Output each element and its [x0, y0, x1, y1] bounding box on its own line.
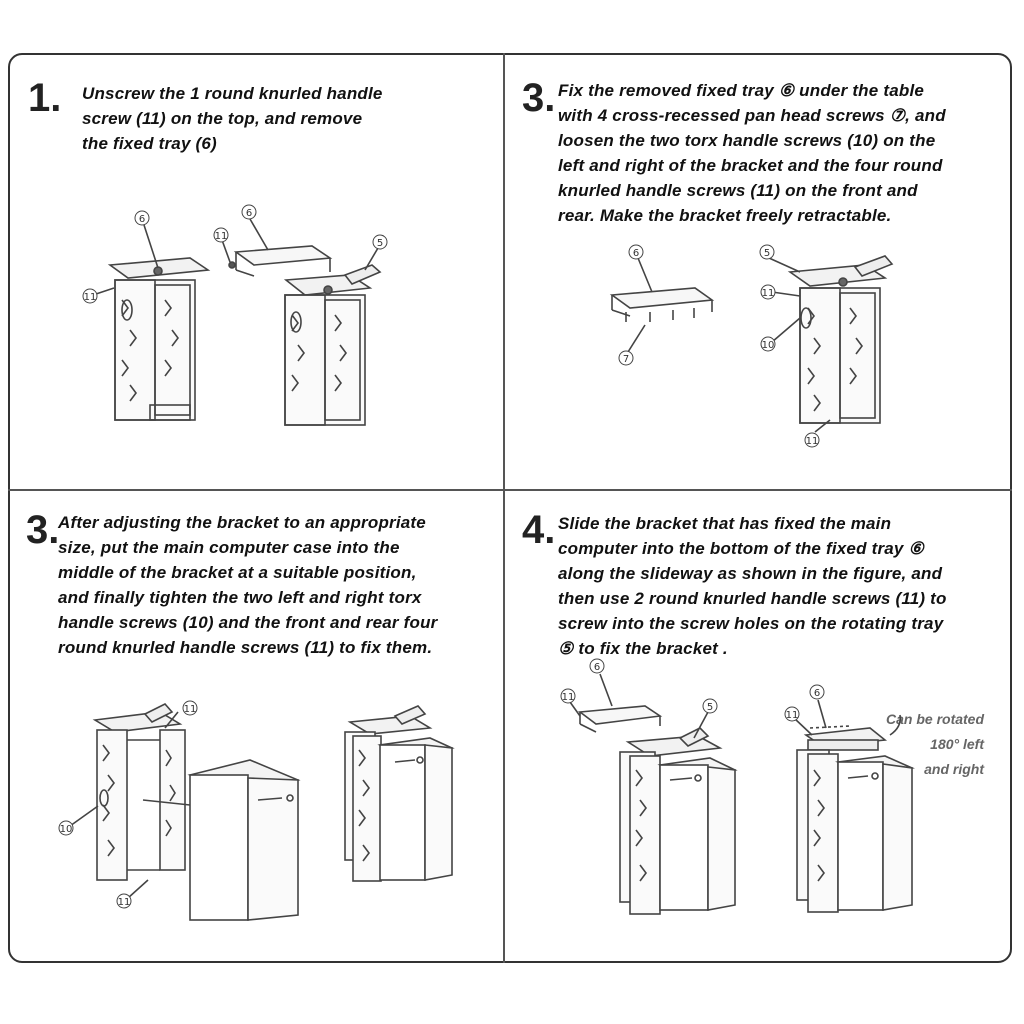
- rotation-note-line: and right: [924, 761, 985, 777]
- step-instructions: Fix the removed fixed tray ⑥ under the t…: [558, 78, 946, 228]
- instruction-line: ⑤ to fix the bracket .: [558, 639, 728, 658]
- callout-label: 11: [215, 231, 228, 242]
- callout-label: 5: [377, 238, 383, 249]
- rotation-note: Can be rotated 180° left and right: [886, 707, 984, 782]
- instruction-line: Slide the bracket that has fixed the mai…: [558, 514, 892, 533]
- instruction-line: After adjusting the bracket to an approp…: [58, 513, 426, 532]
- step-number: 1.: [28, 76, 62, 120]
- instruction-line: knurled handle screws (11) on the front …: [558, 181, 918, 200]
- instruction-line: screw into the screw holes on the rotati…: [558, 614, 944, 633]
- instruction-line: Fix the removed fixed tray ⑥ under the t…: [558, 81, 925, 100]
- instruction-line: with 4 cross-recessed pan head screws ⑦,…: [558, 106, 946, 125]
- instruction-line: computer into the bottom of the fixed tr…: [558, 539, 924, 558]
- instruction-line: middle of the bracket at a suitable posi…: [58, 563, 417, 582]
- callout-label: 6: [139, 214, 145, 225]
- callout-label: 5: [707, 702, 713, 713]
- callout-label: 6: [633, 248, 639, 259]
- rotation-note-line: Can be rotated: [886, 711, 985, 727]
- callout-label: 7: [623, 354, 629, 365]
- vertical-divider: [503, 53, 505, 963]
- instruction-line: along the slideway as shown in the figur…: [558, 564, 943, 583]
- callout-label: 10: [762, 340, 775, 351]
- callout-label: 6: [594, 662, 600, 673]
- horizontal-divider: [8, 489, 1012, 491]
- rotation-note-line: 180° left: [930, 736, 985, 752]
- instruction-line: loosen the two torx handle screws (10) o…: [558, 131, 936, 150]
- instruction-line: Unscrew the 1 round knurled handle: [82, 84, 383, 103]
- instruction-line: and finally tighten the two left and rig…: [58, 588, 422, 607]
- instruction-line: then use 2 round knurled handle screws (…: [558, 589, 947, 608]
- callout-label: 6: [814, 688, 820, 699]
- callout-label: 10: [60, 824, 73, 835]
- instruction-line: rear. Make the bracket freely retractabl…: [558, 206, 892, 225]
- step-number: 3.: [26, 508, 60, 552]
- callout-label: 11: [786, 710, 799, 721]
- instruction-line: screw (11) on the top, and remove: [82, 109, 363, 128]
- callout-label: 5: [764, 248, 770, 259]
- instruction-line: handle screws (10) and the front and rea…: [58, 613, 438, 632]
- callout-label: 6: [246, 208, 252, 219]
- callout-label: 11: [762, 288, 775, 299]
- step-instructions: Slide the bracket that has fixed the mai…: [558, 511, 947, 661]
- instruction-line: left and right of the bracket and the fo…: [558, 156, 943, 175]
- instruction-line: the fixed tray (6): [82, 134, 217, 153]
- callout-label: 11: [806, 436, 819, 447]
- callout-label: 11: [184, 704, 197, 715]
- callout-label: 11: [84, 292, 97, 303]
- instruction-line: round knurled handle screws (11) to fix …: [58, 638, 433, 657]
- step-number: 4.: [522, 508, 556, 552]
- step-number: 3.: [522, 76, 556, 120]
- callout-label: 11: [562, 692, 575, 703]
- step-instructions: Unscrew the 1 round knurled handle screw…: [82, 81, 383, 156]
- step-instructions: After adjusting the bracket to an approp…: [58, 510, 438, 660]
- instruction-line: size, put the main computer case into th…: [58, 538, 400, 557]
- callout-label: 11: [118, 897, 131, 908]
